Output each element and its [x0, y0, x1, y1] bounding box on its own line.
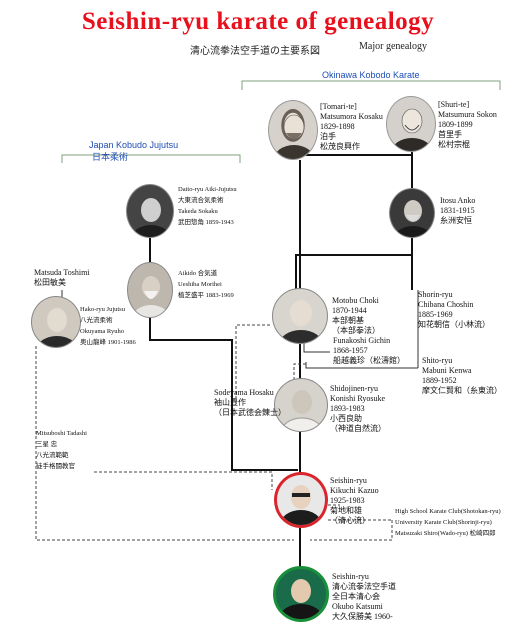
person-icon	[280, 390, 324, 431]
line-tadashi-kikuchi-dashed	[94, 471, 273, 490]
person-icon	[279, 300, 323, 343]
subtitle-english: Major genealogy	[359, 41, 428, 52]
portrait-ueshiba-morihei	[127, 262, 173, 318]
group-japan-label: Japan Kobudo Jujutsu	[89, 140, 179, 150]
line-hosaku-kikuchi	[231, 418, 298, 471]
portrait-matsumora-kosaku	[268, 100, 318, 160]
line-anko-choki	[295, 236, 413, 292]
portrait-motobu-choki	[272, 288, 328, 344]
line-clubs-okubo-dashed	[310, 520, 393, 541]
portrait-matsumura-sokon	[386, 96, 436, 152]
line-okuyama-tadashi-dashed	[35, 346, 294, 541]
person-icon	[131, 198, 171, 237]
line-funakoshi	[303, 342, 330, 353]
portrait-takeda-sokaku	[126, 184, 174, 238]
label-club-influences: High School Karate Club(Shotokan-ryu)Uni…	[395, 508, 501, 537]
okinawa-bracket	[241, 80, 501, 90]
portrait-kikuchi-kazuo	[274, 472, 328, 528]
person-icon	[391, 108, 433, 151]
person-icon	[274, 114, 314, 159]
portrait-itosu-anko	[389, 188, 435, 238]
japan-bracket	[61, 154, 241, 163]
line-aikido-hosaku	[149, 305, 233, 418]
person-icon	[280, 485, 322, 525]
subtitle-japanese: 清心流拳法空手道の主要系図	[190, 46, 320, 57]
portrait-okubo-katsumi	[273, 566, 329, 622]
portrait-okuyama-ryuho	[31, 296, 81, 348]
page-title: Seishin-ryu karate of genealogy	[81, 8, 435, 35]
person-icon	[394, 200, 432, 237]
portrait-konishi-ryosuke	[274, 378, 328, 432]
person-icon	[37, 308, 77, 347]
person-icon	[279, 579, 323, 619]
group-japan-label-jp: 日本柔術	[92, 152, 129, 162]
line-konishi-kikuchi-dashed	[293, 363, 306, 382]
group-okinawa-label: Okinawa Kobodo Karate	[322, 70, 420, 80]
line-choki-hosaku-dashed	[235, 324, 270, 406]
